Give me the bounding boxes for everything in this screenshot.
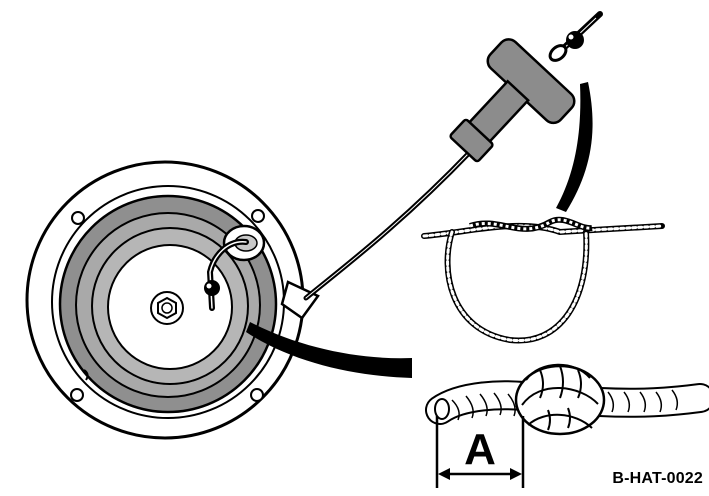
rope-end-knot bbox=[204, 238, 249, 311]
callout-pointer-lower bbox=[246, 322, 412, 378]
rope-exit-bracket bbox=[280, 280, 320, 320]
dimension-a: A bbox=[435, 416, 525, 488]
dimension-label: A bbox=[464, 425, 496, 474]
knot-detail-loop bbox=[421, 216, 665, 344]
callout-pointer-upper bbox=[556, 82, 593, 212]
knot-detail-end: A bbox=[425, 363, 709, 488]
center-nut bbox=[150, 291, 184, 325]
starter-rope bbox=[303, 149, 473, 301]
recoil-starter bbox=[25, 160, 320, 440]
figure-code: B-HAT-0022 bbox=[612, 470, 703, 487]
starter-handle bbox=[449, 11, 603, 163]
bolt-holes bbox=[70, 209, 265, 402]
